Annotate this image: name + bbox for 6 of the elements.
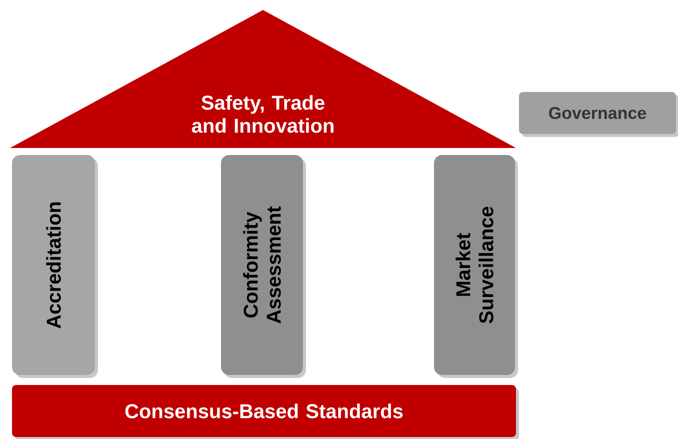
pillar: Accreditation xyxy=(12,155,98,378)
roof-triangle: Safety, Trade and Innovation xyxy=(10,10,516,148)
pillar: Conformity Assessment xyxy=(221,155,306,378)
governance-box: Governance xyxy=(519,92,678,137)
pillar: Market Surveillance xyxy=(434,155,518,378)
foundation-bar: Consensus-Based Standards xyxy=(12,384,519,439)
